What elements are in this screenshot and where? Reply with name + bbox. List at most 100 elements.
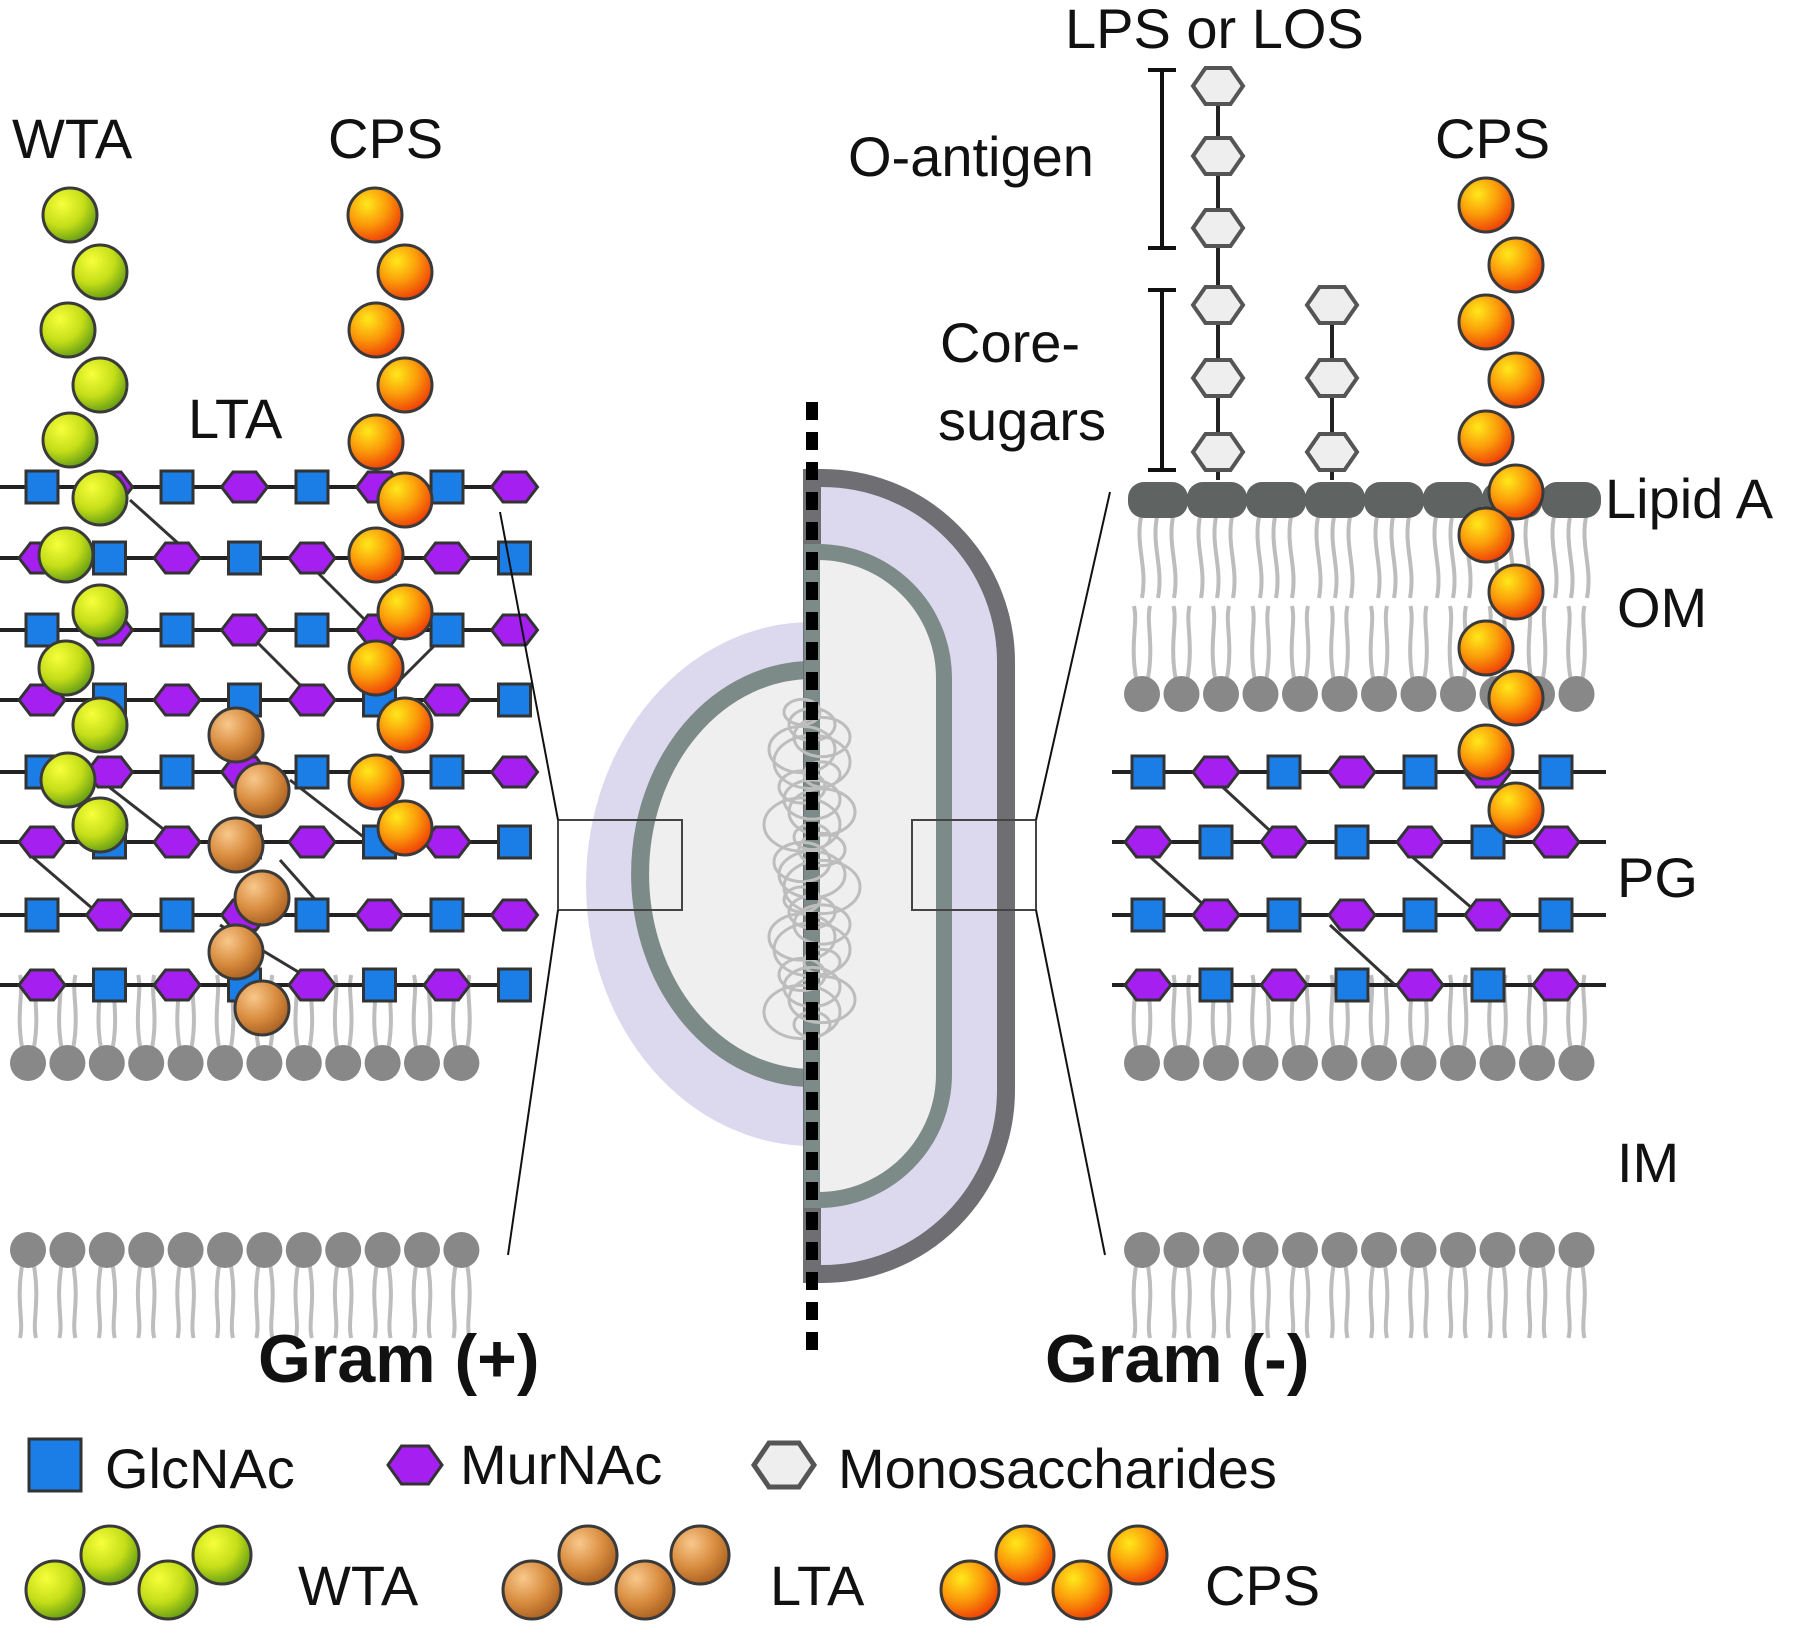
lipid-tail bbox=[1526, 974, 1533, 1048]
lipid-a-tail bbox=[1271, 511, 1280, 599]
peptide-crosslink bbox=[128, 498, 182, 547]
lipid-head bbox=[88, 1045, 125, 1081]
murnac-hexagon-icon bbox=[1191, 755, 1241, 789]
lipid-head bbox=[88, 1232, 125, 1268]
glcnac-square-icon bbox=[1402, 897, 1438, 933]
lipid-head bbox=[1124, 1045, 1160, 1081]
monosaccharide-hexagon-icon bbox=[1190, 208, 1246, 248]
lipid-head bbox=[1321, 676, 1358, 712]
glcnac-square-icon bbox=[227, 540, 262, 576]
lipid-tail bbox=[1408, 1265, 1415, 1339]
murnac-hexagon-icon bbox=[1531, 968, 1581, 1002]
zoom-box-right bbox=[911, 819, 1037, 911]
lipid-a-tail bbox=[1228, 511, 1237, 599]
cps-bead bbox=[376, 356, 434, 414]
murnac-hexagon-icon bbox=[17, 825, 67, 859]
gram-positive-cell-wall bbox=[631, 661, 813, 1087]
lipid-tail bbox=[332, 974, 340, 1048]
zoom-line bbox=[499, 511, 559, 821]
wta-bead bbox=[191, 1524, 253, 1586]
lipid-head bbox=[1558, 1232, 1595, 1268]
lipid-tail bbox=[1185, 1265, 1192, 1339]
murnac-hexagon-icon bbox=[1531, 825, 1581, 859]
glcnac-square-icon bbox=[92, 967, 127, 1003]
glcnac-square-icon bbox=[159, 469, 195, 505]
monosaccharide-hexagon-icon bbox=[1304, 285, 1360, 325]
cps-bead bbox=[1107, 1524, 1169, 1586]
murnac-hexagon-icon bbox=[422, 541, 472, 575]
legend-cps-label: CPS bbox=[1205, 1554, 1320, 1617]
cps-bead bbox=[347, 301, 405, 359]
lipid-head bbox=[1361, 1045, 1397, 1081]
wta-bead bbox=[71, 583, 129, 641]
wta-bead bbox=[71, 696, 129, 754]
cps-bead bbox=[347, 639, 405, 697]
label-o-antigen: O-antigen bbox=[848, 125, 1094, 188]
wta-bead bbox=[137, 1559, 199, 1621]
legend-murnac-label: MurNAc bbox=[460, 1433, 662, 1496]
lta-bead bbox=[233, 761, 291, 819]
lipid-a-tail bbox=[1255, 511, 1264, 599]
lipid-head bbox=[1321, 1045, 1358, 1081]
lipid-tail bbox=[1422, 1265, 1429, 1339]
monosaccharide-hexagon-icon bbox=[1190, 66, 1246, 106]
glcnac-square-icon bbox=[92, 540, 127, 576]
lipid-tail bbox=[268, 1265, 275, 1339]
legend-icons bbox=[24, 1437, 1169, 1621]
lipid-a-head bbox=[1364, 482, 1424, 518]
lipid-tail bbox=[1447, 974, 1454, 1048]
cps-bead bbox=[1457, 293, 1515, 351]
lipid-head bbox=[285, 1232, 322, 1268]
murnac-hexagon-icon bbox=[152, 968, 202, 1002]
glcnac-square-icon bbox=[24, 469, 60, 505]
legend-monosaccharides-label: Monosaccharides bbox=[838, 1437, 1277, 1500]
murnac-hexagon-icon bbox=[422, 825, 472, 859]
lipid-tail bbox=[32, 1265, 39, 1339]
glcnac-square-icon bbox=[294, 897, 330, 933]
lipid-tail bbox=[332, 1265, 340, 1339]
murnac-hexagon-icon bbox=[287, 825, 337, 859]
wta-bead bbox=[37, 526, 95, 584]
lipid-tail bbox=[1250, 1265, 1257, 1339]
cps-bead bbox=[376, 243, 434, 301]
peptide-crosslink bbox=[253, 638, 307, 692]
lipid-tail bbox=[254, 1265, 261, 1339]
lipid-tail bbox=[1566, 605, 1573, 679]
wta-bead bbox=[37, 639, 95, 697]
wta-bead bbox=[71, 356, 129, 414]
lipid-a-tail bbox=[1346, 511, 1355, 599]
lipid-head bbox=[1400, 1045, 1437, 1081]
lta-bead bbox=[207, 816, 265, 874]
lipid-head bbox=[1361, 1232, 1397, 1268]
glcnac-square-icon bbox=[294, 612, 330, 648]
glcnac-square-icon bbox=[497, 682, 532, 718]
lipid-head bbox=[207, 1232, 243, 1268]
lipid-a-head bbox=[1423, 482, 1483, 518]
glcnac-square-icon bbox=[159, 897, 195, 933]
lipid-tail bbox=[1131, 605, 1138, 679]
wta-bead bbox=[71, 469, 129, 527]
murnac-hexagon-icon bbox=[219, 470, 270, 504]
lipid-tail bbox=[96, 1265, 103, 1339]
lipid-head bbox=[364, 1045, 401, 1081]
lipid-a-tail bbox=[1153, 511, 1162, 599]
murnac-hexagon-icon bbox=[386, 1444, 444, 1486]
glcnac-square-icon bbox=[1266, 897, 1302, 933]
glcnac-square-icon bbox=[159, 612, 195, 648]
lipid-a-tail bbox=[1405, 511, 1414, 599]
lipid-tail bbox=[1304, 1265, 1311, 1339]
lipid-head bbox=[1163, 1045, 1200, 1081]
cps-bead bbox=[376, 696, 434, 754]
lipid-head bbox=[10, 1045, 46, 1081]
lipid-tail bbox=[1541, 1265, 1548, 1339]
gram-positive-title: Gram (+) bbox=[258, 1321, 540, 1397]
lipid-head bbox=[285, 1045, 322, 1081]
cps-bead bbox=[1051, 1559, 1113, 1621]
lipid-head bbox=[167, 1045, 204, 1081]
lipid-tail bbox=[1487, 1265, 1494, 1339]
lipid-tail bbox=[189, 1265, 196, 1339]
glcnac-square-icon bbox=[429, 612, 465, 648]
monosaccharide-hexagon-icon bbox=[1190, 136, 1246, 176]
cps-bead bbox=[939, 1559, 1001, 1621]
lipid-tail bbox=[1383, 605, 1390, 679]
